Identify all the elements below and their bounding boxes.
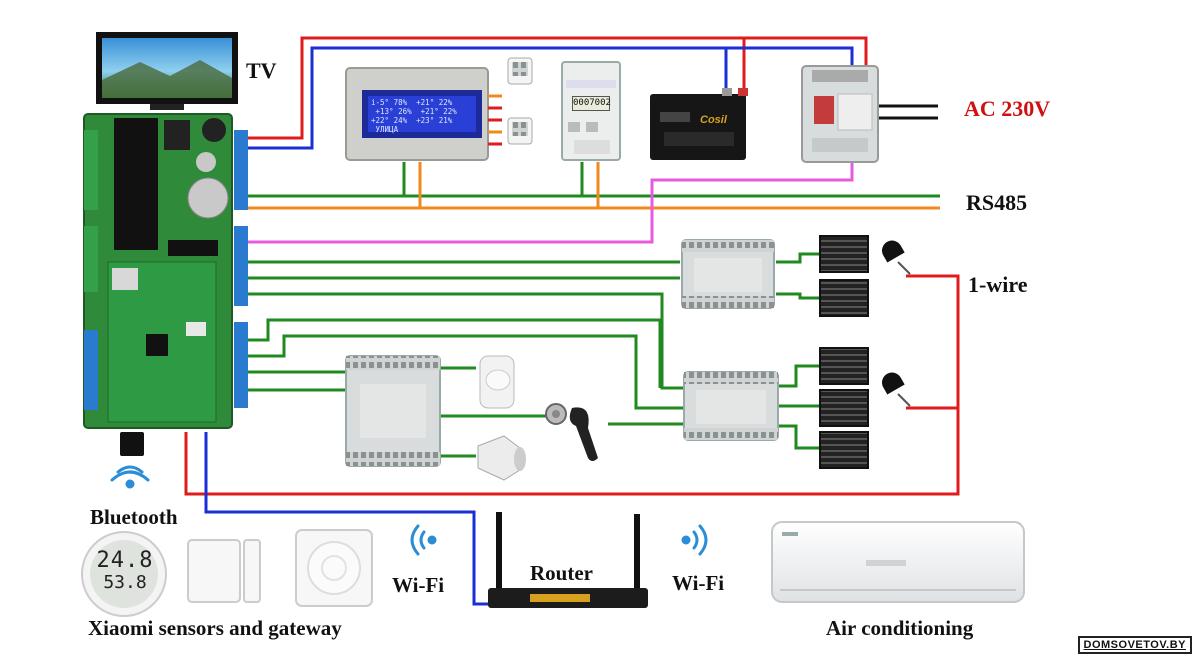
rs485-label: RS485 — [966, 190, 1028, 215]
controller-board-icon — [83, 113, 248, 456]
display-line-2: +13° 26% +21° 22% — [371, 107, 457, 116]
temperature-probe-icon — [882, 240, 911, 407]
energy-meter-reading: 0007002 — [572, 96, 611, 111]
tv-label: TV — [246, 58, 277, 83]
air-conditioning-label: Air conditioning — [826, 616, 974, 640]
battery-icon — [650, 88, 748, 160]
xiaomi-humidity: 53.8 — [103, 572, 147, 593]
humidity-sensor-icon — [507, 57, 533, 145]
bus-line-5 — [248, 334, 688, 410]
relay-module-icon — [683, 371, 779, 441]
watermark: DOMSOVETOV.BY — [1077, 636, 1192, 654]
router-icon — [488, 512, 648, 608]
wifi-icon — [110, 465, 708, 556]
rain-link-5 — [776, 424, 820, 450]
wires — [184, 36, 960, 606]
bluetooth-label: Bluetooth — [90, 505, 178, 529]
xiaomi-temperature: 24.8 — [96, 548, 154, 573]
wifi-right-label: Wi-Fi — [672, 571, 725, 595]
power-blue-wire — [248, 46, 854, 150]
siren-icon — [477, 435, 526, 481]
energy-meter-icon — [561, 61, 621, 161]
rain-sensor-icon — [819, 235, 869, 469]
wifi-left-label: Wi-Fi — [392, 573, 445, 597]
onewire-red-loop — [184, 274, 960, 496]
motion-sensor-icon — [479, 355, 515, 409]
display-line-3: +22° 24% +23° 21% — [371, 116, 453, 125]
signal-pink-wire — [248, 160, 854, 244]
air-conditioner-icon — [771, 521, 1025, 603]
gateway-icon — [295, 529, 373, 607]
display-line-1: i-5° 78% +21° 22% — [371, 98, 453, 107]
bus-line-3 — [248, 292, 688, 390]
tv-icon — [96, 32, 238, 110]
router-label: Router — [530, 561, 593, 585]
relay-module-icon — [681, 239, 775, 309]
rain-link-1 — [776, 252, 820, 264]
battery-brand: Cosil — [700, 114, 727, 126]
door-sensor-icon — [187, 539, 261, 603]
display-line-4: УЛИЦА — [371, 125, 399, 134]
one-wire-label: 1-wire — [968, 272, 1028, 297]
display-panel-readout: i-5° 78% +21° 22% +13° 26% +21° 22% +22°… — [368, 96, 476, 134]
rain-link-2 — [776, 292, 820, 300]
xiaomi-label: Xiaomi sensors and gateway — [88, 616, 342, 640]
ibutton-key-icon — [545, 403, 598, 461]
relay-module-icon — [345, 355, 441, 467]
bluetooth-dongle-icon — [120, 432, 144, 456]
power-red-wire — [248, 36, 868, 140]
bus-line-4 — [248, 318, 662, 388]
xiaomi-clock-screen: 24.8 53.8 — [94, 545, 156, 607]
rain-link-3 — [776, 364, 820, 388]
ac-power-label: AC 230V — [964, 96, 1051, 121]
power-supply-icon — [801, 65, 879, 163]
xiaomi-clock-icon — [81, 531, 167, 617]
